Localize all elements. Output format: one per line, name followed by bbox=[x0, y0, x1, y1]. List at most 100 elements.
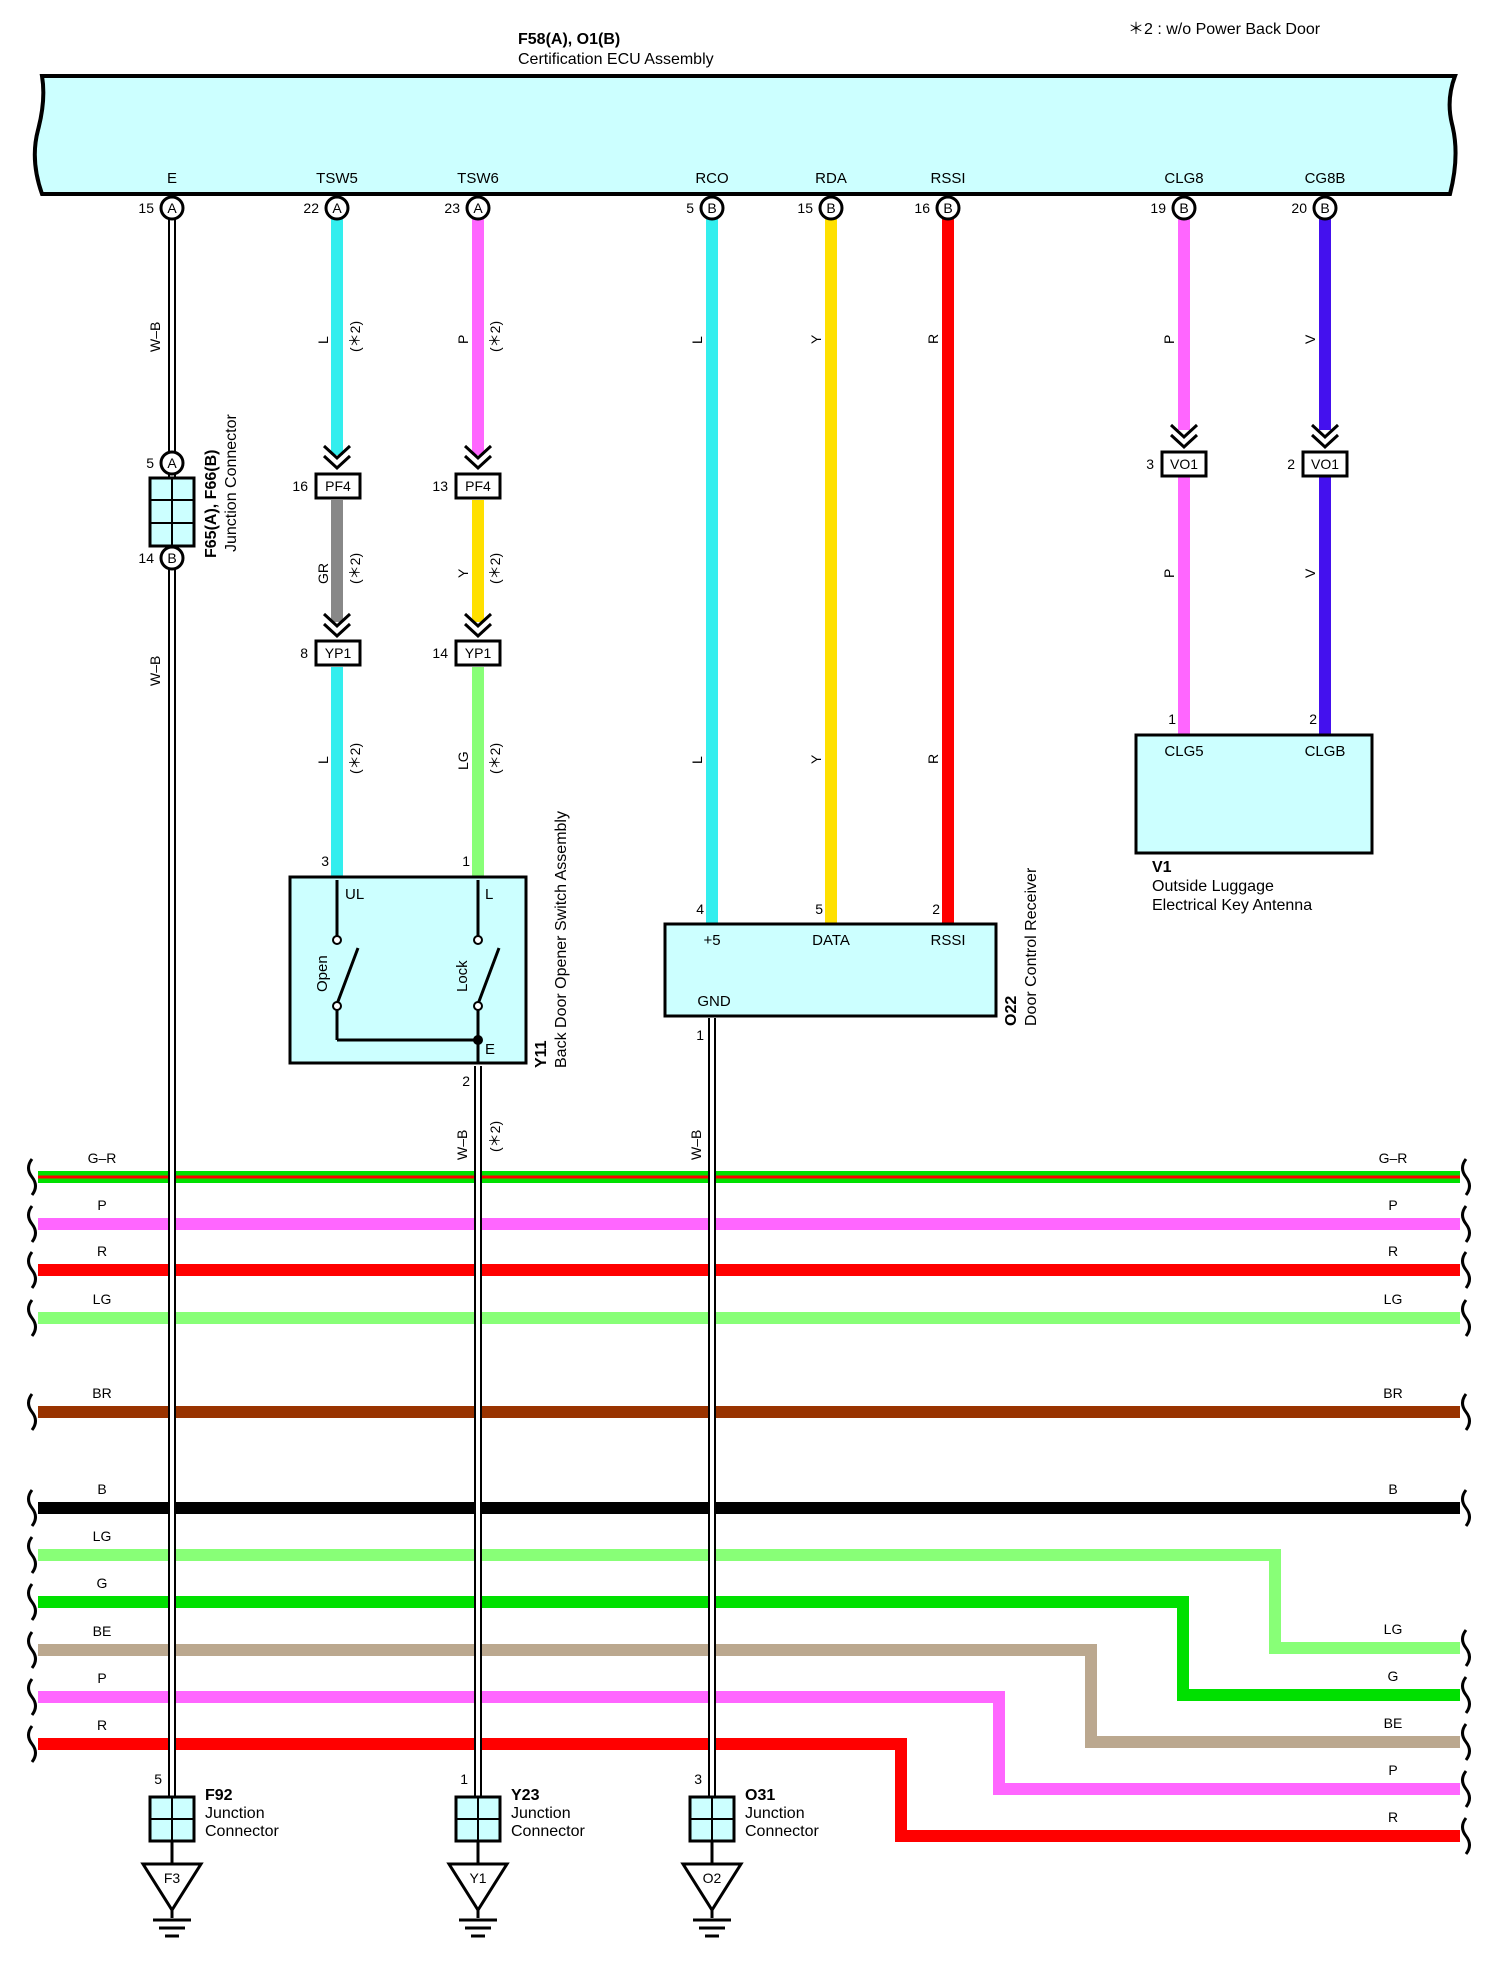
ecu-term-clg8: CLG8 bbox=[1164, 170, 1203, 187]
v1-name-2: Electrical Key Antenna bbox=[1152, 897, 1312, 914]
pin-side: B bbox=[1179, 200, 1188, 216]
bus-label-left: R bbox=[97, 1717, 107, 1733]
pf4-b-pin: 13 bbox=[432, 478, 448, 494]
label-l-rco-1: L bbox=[689, 336, 705, 344]
y23-line1: Junction bbox=[511, 1805, 571, 1822]
wire-break-mark bbox=[27, 1678, 37, 1716]
label-p-clg8-2: P bbox=[1161, 569, 1177, 578]
pin-side: A bbox=[332, 200, 342, 216]
bus-label-right: G–R bbox=[1379, 1150, 1408, 1166]
v1-name-1: Outside Luggage bbox=[1152, 878, 1274, 895]
ecu-term-rco: RCO bbox=[695, 170, 728, 187]
y11-term-l: L bbox=[485, 886, 493, 903]
y1-ground-label: Y1 bbox=[469, 1870, 486, 1886]
antenna-v1: 1 2 CLG5 CLGB V1 Outside Luggage Electri… bbox=[1134, 711, 1374, 914]
bus-label-left: B bbox=[97, 1481, 106, 1497]
connector-yp1-a bbox=[314, 639, 362, 667]
f3-ground-icon bbox=[140, 1862, 204, 1913]
bus-label-right: G bbox=[1388, 1668, 1399, 1684]
label-wb-switch: W–B bbox=[454, 1130, 470, 1160]
bus-label-left: LG bbox=[93, 1291, 112, 1307]
y11-term-e: E bbox=[485, 1041, 495, 1058]
f92-line1: Junction bbox=[205, 1805, 265, 1822]
o22-term-rssi: RSSI bbox=[930, 932, 965, 949]
pin-side: B bbox=[826, 200, 835, 216]
bus-label-left: P bbox=[97, 1670, 106, 1686]
receiver-o22: 4 5 2 1 +5 DATA RSSI GND O22 Door Contro… bbox=[663, 867, 1040, 1043]
ecu-name: Certification ECU Assembly bbox=[518, 51, 714, 68]
pin-num-tsw6: 23 bbox=[444, 200, 460, 216]
label-v-cg8b-2: V bbox=[1302, 568, 1318, 578]
bus-label-left: G–R bbox=[88, 1150, 117, 1166]
ecu-term-tsw6: TSW6 bbox=[457, 170, 499, 187]
footnote: ＊2 : w/o Power Back Door bbox=[1128, 21, 1321, 38]
v1-box bbox=[1134, 733, 1374, 855]
pin-circle-e: A bbox=[159, 195, 185, 221]
pin-circle-tsw5: A bbox=[324, 195, 350, 221]
label-v-cg8b-1: V bbox=[1302, 334, 1318, 344]
connector-vo1-a bbox=[1160, 450, 1208, 478]
y23-line2: Connector bbox=[511, 1823, 585, 1840]
label-p-tsw6: P bbox=[455, 335, 471, 344]
o22-term-plus5: +5 bbox=[703, 932, 720, 949]
label-star-switch: (＊2) bbox=[487, 1121, 503, 1152]
pf4-b-name: PF4 bbox=[465, 478, 491, 494]
label-wb-1: W–B bbox=[147, 322, 163, 352]
y11-pin-ul: 3 bbox=[321, 853, 329, 869]
pin-side: A bbox=[473, 200, 483, 216]
pin-side: A bbox=[167, 200, 177, 216]
label-r-rssi-1: R bbox=[925, 334, 941, 344]
connector-vo1-b bbox=[1301, 450, 1349, 478]
pin-num-rda: 15 bbox=[797, 200, 813, 216]
y11-sw-lock: Lock bbox=[454, 960, 471, 992]
vo1-b-name: VO1 bbox=[1311, 456, 1339, 472]
wire-break-mark bbox=[1461, 1393, 1471, 1431]
bus-label-right: BE bbox=[1384, 1715, 1403, 1731]
bus-label-right: B bbox=[1388, 1481, 1397, 1497]
y1-ground-icon bbox=[446, 1862, 510, 1913]
wire-break-mark bbox=[1461, 1723, 1471, 1761]
f92-line2: Connector bbox=[205, 1823, 279, 1840]
wire-break-mark bbox=[27, 1489, 37, 1527]
vo1-b-pin: 2 bbox=[1287, 456, 1295, 472]
v1-term-clg5: CLG5 bbox=[1164, 743, 1203, 760]
o2-ground-icon bbox=[680, 1862, 744, 1913]
o22-box bbox=[663, 922, 998, 1018]
bus-label-right: P bbox=[1388, 1197, 1397, 1213]
o2-ground-label: O2 bbox=[703, 1870, 722, 1886]
yp1-a-name: YP1 bbox=[325, 645, 352, 661]
f65-code: F65(A), F66(B) bbox=[203, 450, 220, 558]
pin-num-cg8b: 20 bbox=[1291, 200, 1307, 216]
yp1-b-name: YP1 bbox=[465, 645, 492, 661]
label-l-rco-2: L bbox=[689, 756, 705, 764]
pin-circle-cg8b: B bbox=[1312, 195, 1338, 221]
v1-pin-2: 2 bbox=[1309, 711, 1317, 727]
label-p-clg8-1: P bbox=[1161, 335, 1177, 344]
v1-term-clgb: CLGB bbox=[1305, 743, 1346, 760]
wire-break-mark bbox=[1461, 1299, 1471, 1337]
pf4-a-pin: 16 bbox=[292, 478, 308, 494]
connector-pf4-a bbox=[314, 472, 362, 500]
ecu-connector-code: F58(A), O1(B) bbox=[518, 31, 620, 48]
bus-label-right: P bbox=[1388, 1762, 1397, 1778]
y11-pin-e: 2 bbox=[462, 1073, 470, 1089]
wire-break-mark bbox=[27, 1205, 37, 1243]
y11-sw-open: Open bbox=[314, 955, 331, 992]
y11-name: Back Door Opener Switch Assembly bbox=[553, 811, 570, 1068]
label-r-rssi-2: R bbox=[925, 754, 941, 764]
label-star-tsw6-3: (＊2) bbox=[487, 743, 503, 774]
label-y-tsw6: Y bbox=[455, 568, 471, 578]
pin-circle-rda: B bbox=[818, 195, 844, 221]
wire-break-mark bbox=[27, 1158, 37, 1196]
label-star-tsw5-3: (＊2) bbox=[347, 743, 363, 774]
ground-junctions: 5 F92 Junction Connector F3 1 Y23 Juncti… bbox=[140, 1771, 819, 1938]
pin-num-tsw5: 22 bbox=[303, 200, 319, 216]
label-wb-2: W–B bbox=[147, 656, 163, 686]
label-l-tsw5-2: L bbox=[315, 756, 331, 764]
ground-wire-overlays bbox=[168, 1160, 716, 1800]
